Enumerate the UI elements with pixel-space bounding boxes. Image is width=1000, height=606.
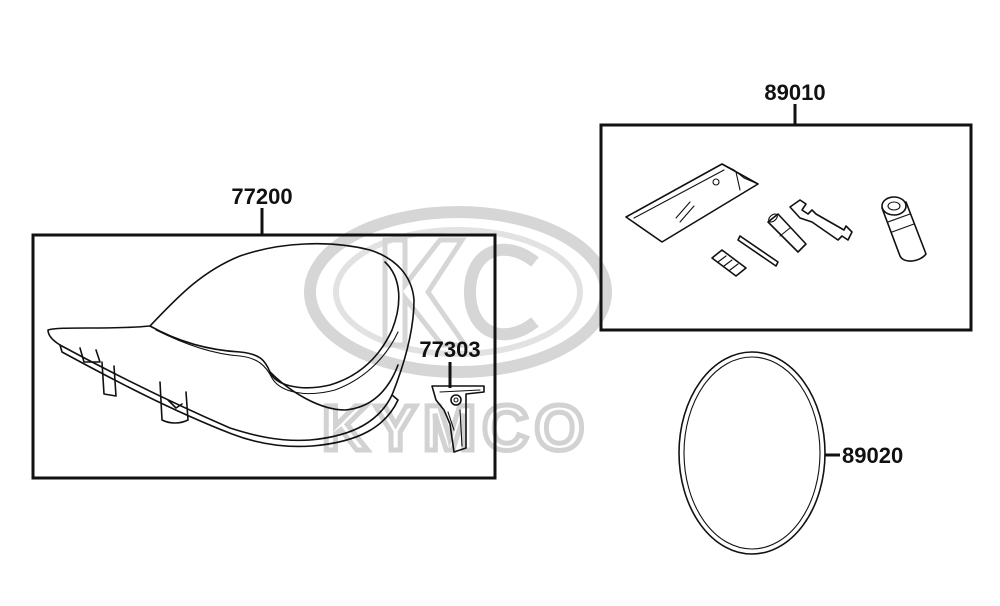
seat-part-number: 77200 — [231, 184, 292, 209]
tool-kit-icon — [625, 163, 927, 277]
belt-part-number: 89020 — [842, 443, 903, 468]
tool-kit-box — [599, 123, 973, 332]
screwdriver-icon — [737, 235, 779, 267]
kymco-logo-icon — [304, 206, 612, 378]
spark-plug-socket-icon — [881, 196, 927, 262]
wrench-icon — [789, 199, 853, 241]
bracket-part-number: 77303 — [419, 337, 480, 362]
seat-box — [31, 233, 497, 480]
screwdriver-handle-icon — [711, 249, 747, 277]
belt-icon — [678, 351, 826, 555]
socket-wrench-icon — [767, 213, 807, 253]
tool-kit-part-number: 89010 — [764, 80, 825, 105]
bracket-icon — [431, 385, 485, 453]
watermark-text: KYMCO — [322, 392, 590, 464]
tool-bag-icon — [625, 163, 759, 243]
seat-icon — [47, 242, 415, 448]
